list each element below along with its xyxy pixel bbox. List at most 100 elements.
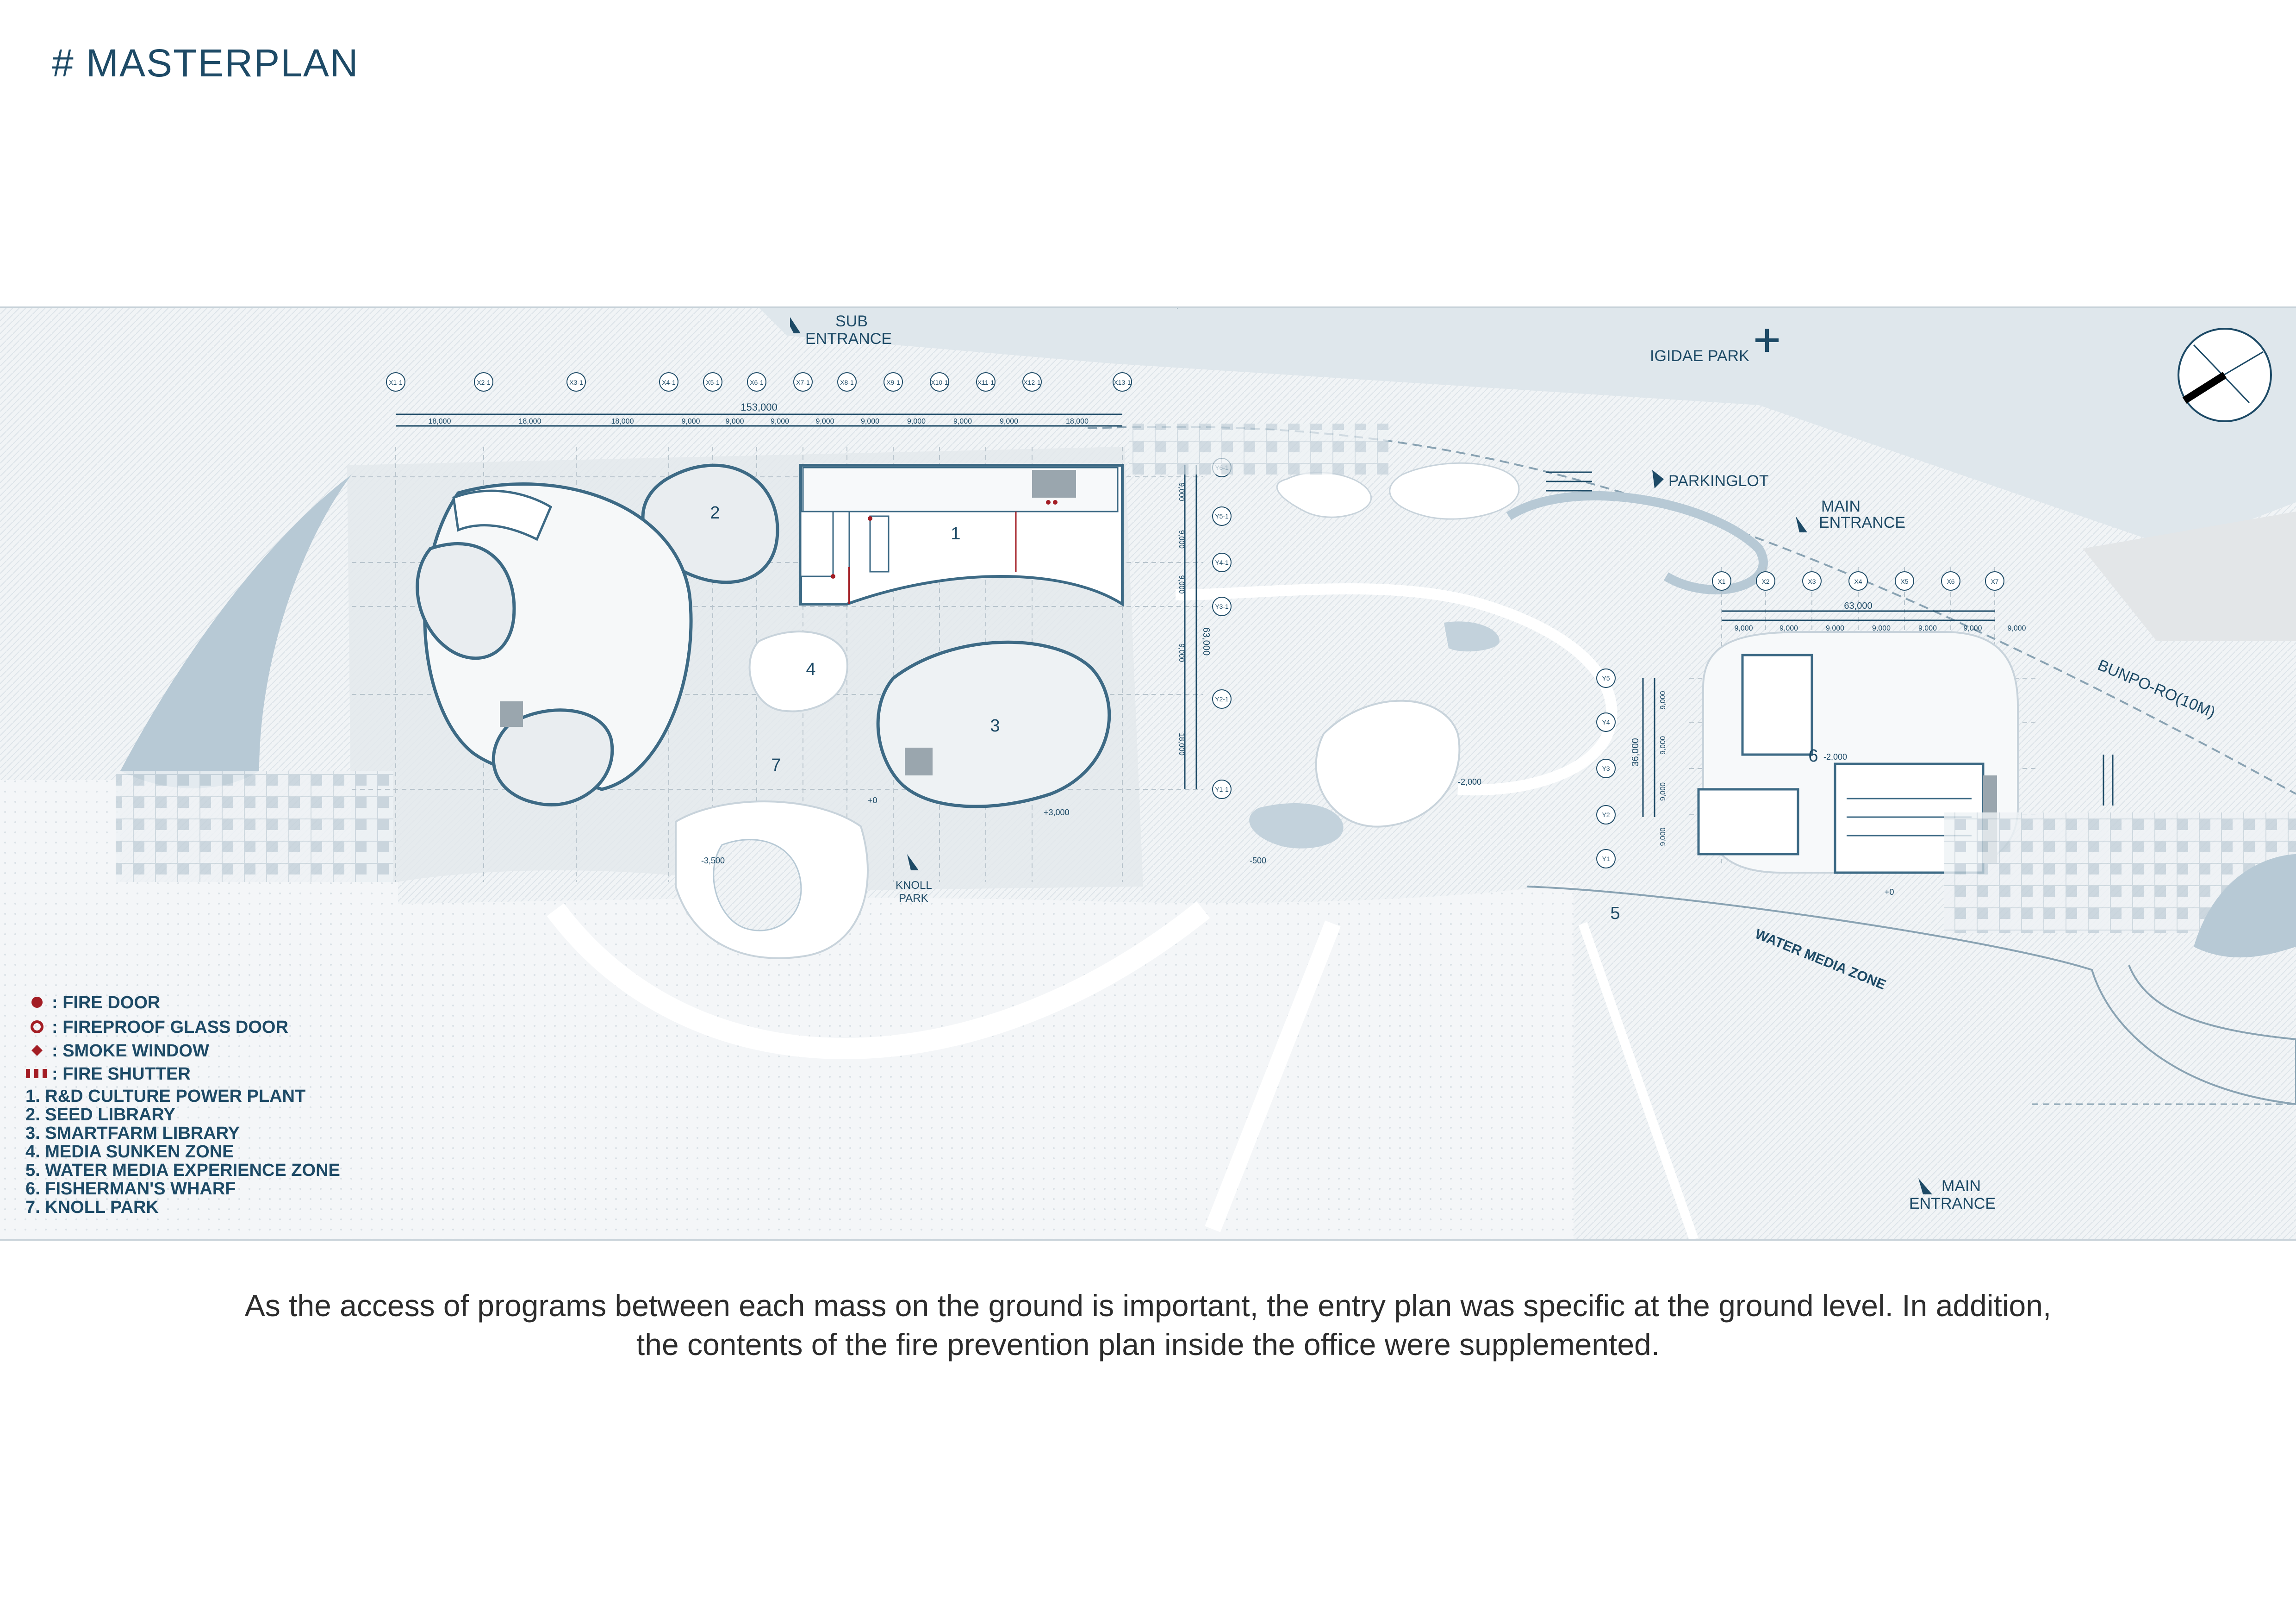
dim-span-right-row: 9,000 bbox=[1659, 782, 1667, 801]
grid-bubble bbox=[1212, 506, 1232, 526]
grid-bubble-label: X5 bbox=[1900, 578, 1908, 585]
grid-bubble bbox=[1596, 759, 1616, 778]
grid-bubble bbox=[1212, 553, 1232, 572]
park-cross-icon bbox=[1755, 329, 1779, 352]
dimension-spans-top: 18,000 18,000 18,000 9,000 9,000 9,000 9,000 9,… bbox=[429, 418, 1089, 425]
level-mark: +0 bbox=[1885, 887, 1894, 897]
adjacent-building bbox=[2083, 512, 2296, 641]
dim-span-right: 9,000 bbox=[1826, 625, 1844, 632]
dim-span-right: 9,000 bbox=[1963, 625, 1982, 632]
zone-number-1: 1 bbox=[951, 524, 960, 543]
legend-fire-door: : FIRE DOOR bbox=[52, 993, 160, 1012]
grid-bubble bbox=[837, 372, 857, 392]
grid-bubble-label: X11-1 bbox=[977, 379, 995, 386]
zone-number-7: 7 bbox=[771, 756, 781, 775]
grid-bubble-label: X10-1 bbox=[931, 379, 948, 386]
caption: As the access of programs between each m… bbox=[0, 1286, 2296, 1364]
label-sub-entrance-1: SUB bbox=[835, 312, 868, 330]
label-sub-entrance-2: ENTRANCE bbox=[805, 330, 892, 348]
fire-shutter-icon bbox=[26, 1069, 47, 1078]
zone-number-4: 4 bbox=[806, 660, 815, 679]
water-channel-left bbox=[120, 475, 352, 788]
dim-total-right: 63,000 bbox=[1844, 601, 1872, 611]
water-media-edge bbox=[1527, 886, 2296, 1106]
tile-pattern-top bbox=[1129, 424, 1388, 475]
label-knoll-park-2: PARK bbox=[899, 892, 928, 905]
grid-bubble-label: Y3-1 bbox=[1215, 603, 1229, 610]
knoll-park-arrow-icon bbox=[907, 854, 919, 870]
caption-line-2: the contents of the fire prevention plan… bbox=[636, 1327, 1660, 1362]
smoke-window-icon bbox=[31, 1045, 43, 1056]
level-mark: -2,000 bbox=[1458, 777, 1481, 787]
grid-bubble bbox=[566, 372, 586, 392]
dim-span-mid: 18,000 bbox=[1177, 733, 1185, 756]
level-mark: +0 bbox=[868, 796, 877, 805]
knoll-park-bowl bbox=[675, 800, 869, 959]
north-arrow-icon bbox=[2178, 328, 2272, 422]
zone-number-6: 6 bbox=[1808, 746, 1818, 766]
grid-bubble-label: X1-1 bbox=[389, 379, 403, 386]
grid-bubble-label: X4 bbox=[1854, 578, 1862, 585]
level-mark: -500 bbox=[1250, 856, 1266, 865]
parkinglot-arrow-icon bbox=[1652, 470, 1664, 488]
label-main-entrance-top-1: MAIN bbox=[1821, 498, 1860, 515]
dim-span-top: 18,000 bbox=[1066, 418, 1089, 425]
dim-span-top: 9,000 bbox=[725, 418, 744, 425]
grid-bubble bbox=[474, 372, 493, 392]
grid-bubble bbox=[884, 372, 903, 392]
grid-bubble-label: Y4-1 bbox=[1215, 559, 1229, 566]
walkway-curve bbox=[547, 901, 1210, 1059]
dim-span-top: 9,000 bbox=[907, 418, 926, 425]
legend-program-item: 5. WATER MEDIA EXPERIENCE ZONE bbox=[25, 1161, 340, 1180]
legend-program-item: 7. KNOLL PARK bbox=[25, 1198, 159, 1217]
legend: : FIRE DOOR : FIREPROOF GLASS DOOR : SMO… bbox=[25, 993, 340, 1217]
level-mark: +3,000 bbox=[1044, 808, 1070, 817]
grid-bubble-label: Y5 bbox=[1602, 675, 1610, 682]
zone-number-2: 2 bbox=[710, 503, 720, 523]
dimension-line-mid bbox=[1184, 465, 1197, 789]
grid-bubble-label: X2-1 bbox=[477, 379, 491, 386]
label-igidae-park: IGIDAE PARK bbox=[1650, 347, 1749, 365]
dim-span-top: 9,000 bbox=[815, 418, 834, 425]
media-sunken-zone-shape bbox=[748, 631, 848, 712]
grid-bubble-label: X2 bbox=[1761, 578, 1769, 585]
dim-span-mid: 9,000 bbox=[1177, 643, 1185, 662]
fire-door-markers bbox=[831, 500, 1058, 579]
grid-bubble bbox=[386, 372, 405, 392]
dim-span-mid: 9,000 bbox=[1177, 530, 1185, 549]
grid-bubble bbox=[976, 372, 996, 392]
grid-bubble bbox=[930, 372, 949, 392]
dim-span-mid: 18,000 bbox=[1168, 308, 1191, 310]
grid-bubble-label: X6 bbox=[1947, 578, 1954, 585]
dim-span-right: 9,000 bbox=[1780, 625, 1798, 632]
grid-bubble-label: X4-1 bbox=[662, 379, 676, 386]
label-knoll-park-1: KNOLL bbox=[896, 879, 932, 892]
tile-pattern-left bbox=[116, 771, 393, 882]
dim-span-right: 9,000 bbox=[1734, 625, 1753, 632]
dim-span-top: 9,000 bbox=[771, 418, 789, 425]
legend-program-item: 3. SMARTFARM LIBRARY bbox=[25, 1124, 240, 1143]
level-mark: -3,500 bbox=[701, 856, 725, 865]
grid-bubble bbox=[747, 372, 766, 392]
grid-bubble-label: Y1-1 bbox=[1215, 786, 1229, 793]
dim-span-top: 18,000 bbox=[519, 418, 541, 425]
grid-bubble bbox=[1848, 571, 1868, 591]
core-left bbox=[500, 701, 523, 727]
label-main-entrance-top-2: ENTRANCE bbox=[1819, 514, 1905, 531]
dim-span-mid: 9,000 bbox=[1177, 482, 1185, 501]
grid-bubble bbox=[703, 372, 722, 392]
grid-bubble bbox=[659, 372, 678, 392]
dim-span-top: 18,000 bbox=[611, 418, 634, 425]
dim-span-right: 9,000 bbox=[2007, 625, 2026, 632]
dimension-line-top: 153,000 bbox=[396, 401, 1122, 427]
page-title: # MASTERPLAN bbox=[52, 41, 359, 85]
dim-total-top: 153,000 bbox=[740, 401, 778, 413]
grid-bubble-label: Y2 bbox=[1602, 811, 1610, 818]
grid-bubble bbox=[1212, 689, 1232, 709]
dim-span-top: 9,000 bbox=[681, 418, 700, 425]
grid-bubble-label: Y1 bbox=[1602, 855, 1610, 862]
dim-span-right-row: 9,000 bbox=[1659, 736, 1667, 755]
